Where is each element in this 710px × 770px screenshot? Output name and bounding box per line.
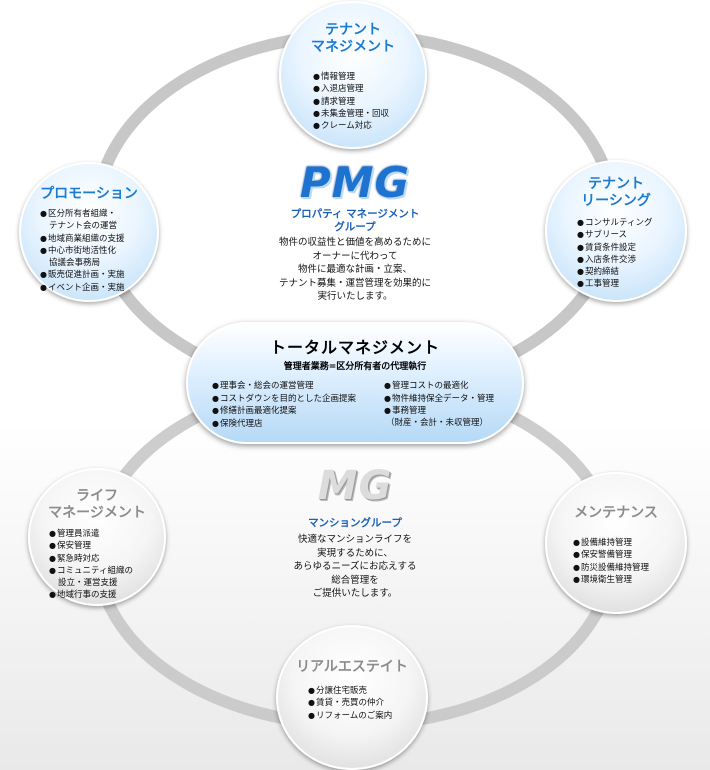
list-item: 環境衛生管理 [573, 574, 649, 586]
total-management-title: トータルマネジメント [269, 338, 440, 357]
list-item: 賃貸条件設定 [577, 242, 652, 254]
maintenance-title: メンテナンス [574, 505, 658, 521]
promotion-list: 区分所有者組織・テナント会の運営地域商業組織の支援中心市街地活性化協議会事務局販… [40, 208, 125, 294]
list-item: 地域行事の支援 [49, 589, 133, 601]
list-item: 入店条件交渉 [577, 254, 652, 266]
maintenance-node: メンテナンス 設備維持管理保安警備管理防災設備維持管理環境衛生管理 [545, 472, 687, 614]
pmg-description: 物件の収益性と価値を高めるために オーナーに代わって 物件に最適な計画・立案、 … [278, 237, 431, 302]
list-item: 保安警備管理 [573, 549, 649, 561]
list-item: 修繕計画最適化提案 [212, 405, 356, 418]
list-item: 賃貸・売買の仲介 [308, 697, 392, 709]
list-item: 管理コストの最適化 [384, 380, 494, 393]
real-estate-node: リアルエステイト 分譲住宅販売賃貸・売買の仲介リフォームのご案内 [276, 625, 428, 770]
tenant-management-title: テナント マネジメント [311, 22, 395, 55]
list-item: 事務管理 [384, 405, 494, 418]
tenant-management-list: 情報管理入退店管理請求管理未集金管理・回収クレーム対応 [313, 71, 389, 132]
list-item: サブリース [577, 229, 652, 241]
list-item: イベント企画・実施 [40, 282, 125, 294]
total-management-left-list: 理事会・総会の運営管理コストダウンを目的とした企画提案修繕計画最適化提案保険代理… [212, 380, 356, 430]
list-item: 物件維持保全データ・管理 [384, 393, 494, 406]
mg-description: 快適なマンションライフを 実現するために、 あらゆるニーズにお応えする 総合管理… [293, 534, 417, 599]
life-management-list: 管理員派遣保安管理緊急時対応コミュニティ組織の設立・運営支援地域行事の支援 [49, 528, 133, 602]
list-item: 契約締結 [577, 266, 652, 278]
list-item: 入退店管理 [313, 83, 389, 95]
list-item: 未集金管理・回収 [313, 108, 389, 120]
list-item: コストダウンを目的とした企画提案 [212, 393, 356, 406]
tenant-leasing-title: テナント リーシング [581, 176, 651, 209]
list-item: 情報管理 [313, 71, 389, 83]
pmg-logo: PMG [299, 158, 411, 207]
total-management-right-note: （財産・会計・未収管理） [386, 418, 489, 428]
mg-group-name: マンショングループ [308, 517, 402, 529]
list-item: 地域商業組織の支援 [40, 233, 125, 245]
total-management-subtitle: 管理者業務=区分所有者の代理執行 [283, 362, 427, 372]
list-item: コンサルティング [577, 217, 653, 229]
life-management-node: ライフ マネージメント 管理員派遣保安管理緊急時対応コミュニティ組織の設立・運営… [28, 468, 166, 606]
list-item: 設備維持管理 [573, 537, 649, 549]
maintenance-list: 設備維持管理保安警備管理防災設備維持管理環境衛生管理 [573, 537, 649, 586]
pmg-group-name: プロパティ マネージメント グループ [290, 208, 420, 233]
promotion-title: プロモーション [40, 186, 138, 202]
list-item: 緊急時対応 [49, 553, 133, 565]
list-item: 区分所有者組織・テナント会の運営 [40, 208, 125, 233]
real-estate-title: リアルエステイト [296, 659, 408, 675]
list-item: リフォームのご案内 [308, 710, 392, 722]
list-item: 工事管理 [577, 278, 652, 290]
list-item: 請求管理 [313, 96, 389, 108]
life-management-title: ライフ マネージメント [48, 488, 146, 521]
promotion-node: プロモーション 区分所有者組織・テナント会の運営地域商業組織の支援中心市街地活性… [19, 162, 159, 302]
real-estate-list: 分譲住宅販売賃貸・売買の仲介リフォームのご案内 [308, 685, 392, 722]
list-item: 保安管理 [49, 540, 133, 552]
list-item: 保険代理店 [212, 418, 356, 431]
mg-logo: MG [317, 463, 393, 509]
list-item: 分譲住宅販売 [308, 685, 392, 697]
list-item: 理事会・総会の運営管理 [212, 380, 356, 393]
list-item: 販売促進計画・実施 [40, 269, 125, 281]
list-item: クレーム対応 [313, 120, 389, 132]
list-item: 防災設備維持管理 [573, 562, 649, 574]
tenant-leasing-list: コンサルティングサブリース賃貸条件設定入店条件交渉契約締結工事管理 [577, 217, 653, 291]
list-item: 管理員派遣 [49, 528, 133, 540]
tenant-leasing-node: テナント リーシング コンサルティングサブリース賃貸条件設定入店条件交渉契約締結… [545, 160, 687, 302]
total-management-right-list: 管理コストの最適化物件維持保全データ・管理事務管理 [384, 380, 494, 418]
total-management-panel: トータルマネジメント 管理者業務=区分所有者の代理執行 理事会・総会の運営管理コ… [186, 322, 524, 444]
tenant-management-node: テナント マネジメント 情報管理入退店管理請求管理未集金管理・回収クレーム対応 [279, 1, 427, 149]
